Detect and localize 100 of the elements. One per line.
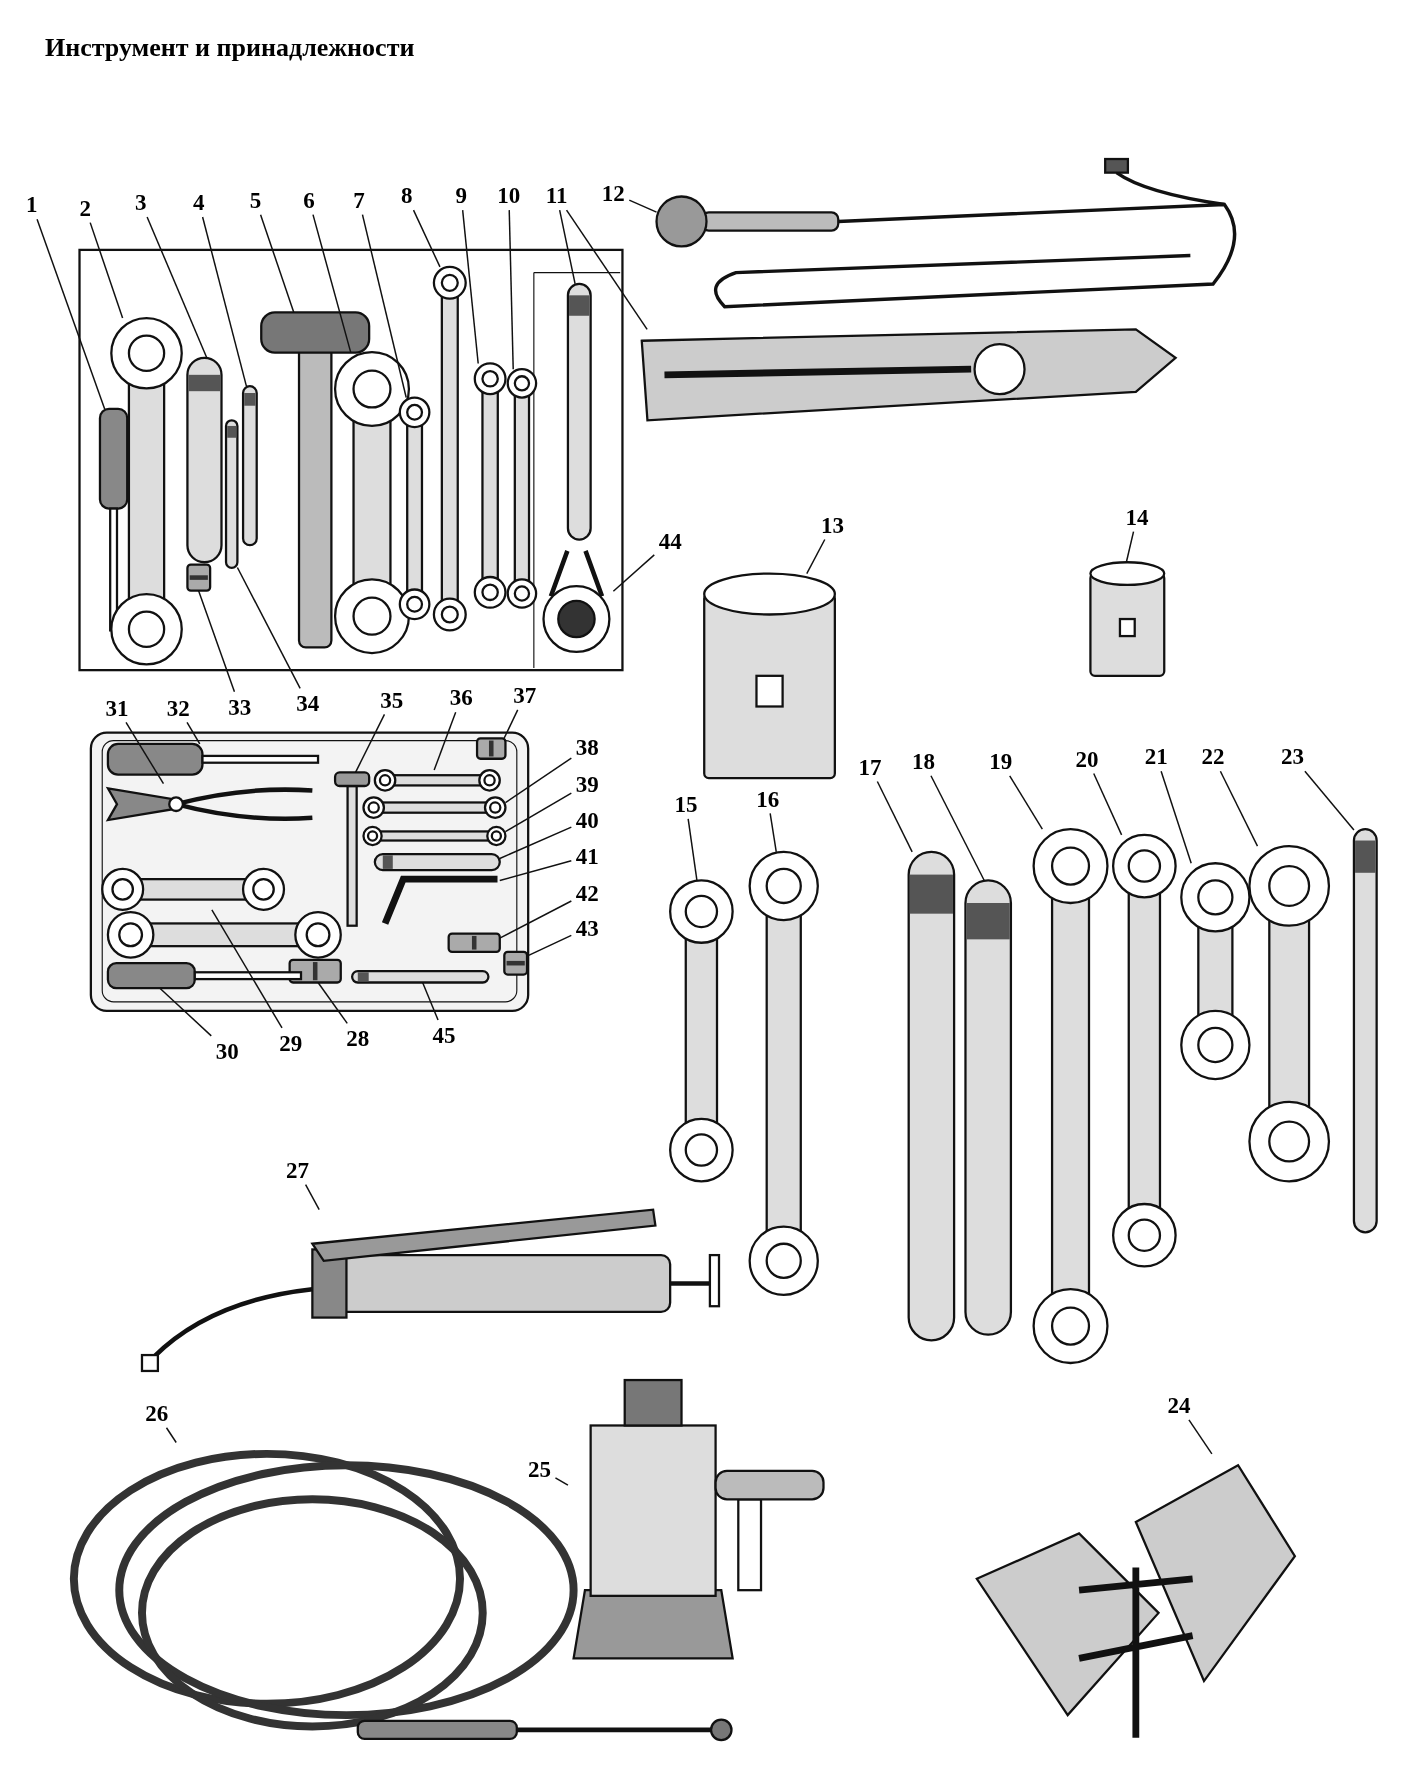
leader-line — [1304, 770, 1355, 831]
wrench-drawing — [1032, 828, 1109, 1365]
callout-number: 18 — [911, 749, 935, 773]
callout-number: 44 — [658, 529, 682, 553]
leader-line — [197, 589, 236, 693]
hammer-drawing — [260, 311, 371, 649]
jack-drawing — [572, 1378, 825, 1660]
callout-number: 24 — [1167, 1393, 1191, 1417]
callout-number: 28 — [346, 1026, 370, 1050]
callout-number: 14 — [1125, 505, 1149, 529]
wrench-drawing — [398, 396, 431, 621]
lamp-drawing — [655, 157, 1237, 309]
grease-gun-drawing — [140, 1208, 721, 1373]
leader-line — [504, 757, 573, 804]
leader-line — [504, 792, 573, 833]
callout-number: 20 — [1075, 747, 1099, 771]
wrench-drawing — [1248, 845, 1331, 1183]
leader-line — [876, 780, 913, 853]
callout-number: 30 — [215, 1039, 239, 1063]
callout-number: 43 — [575, 916, 599, 940]
leader-line — [186, 721, 201, 745]
wrench-drawing — [101, 867, 286, 911]
hose-drawing — [69, 1449, 733, 1742]
wrench-drawing — [748, 850, 819, 1296]
tool-bag-drawing — [640, 328, 1178, 422]
wrench-drawing — [333, 350, 411, 655]
screwdriver-drawing — [106, 742, 320, 776]
leader-line — [526, 934, 573, 957]
callout-number: 6 — [303, 188, 315, 212]
leader-line — [1008, 775, 1044, 830]
callout-number: 31 — [105, 696, 129, 720]
callout-number: 17 — [858, 755, 882, 779]
callout-number: 12 — [601, 181, 625, 205]
leader-line — [499, 860, 573, 882]
callout-number: 7 — [353, 188, 365, 212]
pliers-drawing — [105, 786, 315, 822]
callout-number: 13 — [821, 513, 845, 537]
leader-line — [769, 812, 777, 853]
bit-drawing — [475, 737, 507, 760]
rod-drawing — [566, 282, 592, 541]
ring-tool-drawing — [542, 548, 611, 654]
rod-drawing — [224, 419, 239, 570]
callout-number: 41 — [575, 844, 599, 868]
callout-number: 38 — [575, 735, 599, 759]
leader-line — [1219, 770, 1259, 847]
callout-number: 33 — [228, 695, 252, 718]
callout-number: 10 — [497, 183, 521, 207]
callout-number: 8 — [400, 183, 413, 207]
l-key-drawing — [381, 875, 498, 925]
callout-number: 3 — [135, 190, 147, 214]
leader-line — [159, 987, 212, 1037]
rod-drawing — [1352, 828, 1378, 1234]
leader-line — [201, 216, 248, 387]
callout-number: 40 — [575, 808, 599, 832]
callout-number: 39 — [575, 772, 599, 796]
callout-number: 23 — [1281, 744, 1305, 768]
leader-line — [806, 538, 826, 575]
callout-number: 32 — [166, 696, 190, 720]
leader-line — [1125, 530, 1135, 563]
wrench-drawing — [432, 265, 467, 632]
leader-line — [211, 909, 283, 1029]
callout-number: 36 — [449, 685, 473, 709]
callout-number: 11 — [545, 183, 568, 207]
leader-line — [461, 209, 479, 365]
callout-number: 21 — [1144, 744, 1168, 768]
bit-drawing — [186, 563, 212, 592]
leader-line — [317, 981, 348, 1025]
wrench-drawing — [669, 879, 734, 1183]
callout-number: 15 — [674, 792, 698, 816]
callout-number: 35 — [380, 688, 404, 712]
rod-drawing — [964, 879, 1013, 1336]
leader-line — [565, 209, 648, 331]
callout-number: 22 — [1201, 744, 1225, 768]
leader-line — [412, 209, 441, 268]
leader-line — [499, 826, 573, 860]
callout-number: 29 — [279, 1031, 303, 1055]
wrench-drawing — [110, 316, 183, 666]
callout-number: 2 — [79, 196, 91, 220]
callout-number: 42 — [575, 881, 599, 905]
callout-number: 9 — [455, 183, 467, 207]
leader-line — [421, 981, 439, 1021]
leader-line — [508, 209, 514, 370]
t-handle-drawing — [333, 771, 371, 927]
wrench-drawing — [1112, 833, 1177, 1268]
leader-line — [433, 711, 457, 771]
wrench-drawing — [373, 768, 501, 792]
leader-line — [236, 566, 301, 690]
callout-number: 19 — [989, 749, 1013, 773]
wrench-drawing — [473, 362, 507, 609]
leader-line — [361, 213, 407, 399]
leader-line — [499, 900, 573, 939]
socket-drawing — [1089, 561, 1166, 677]
bit-drawing — [447, 932, 501, 953]
leader-line — [304, 1183, 320, 1211]
callout-number: 1 — [26, 192, 38, 216]
leader-line — [165, 1427, 177, 1444]
callout-number: 37 — [513, 683, 537, 707]
title: Инструмент и принадлежности — [45, 32, 415, 64]
leader-line — [1093, 772, 1123, 836]
leader-line — [554, 1477, 569, 1486]
